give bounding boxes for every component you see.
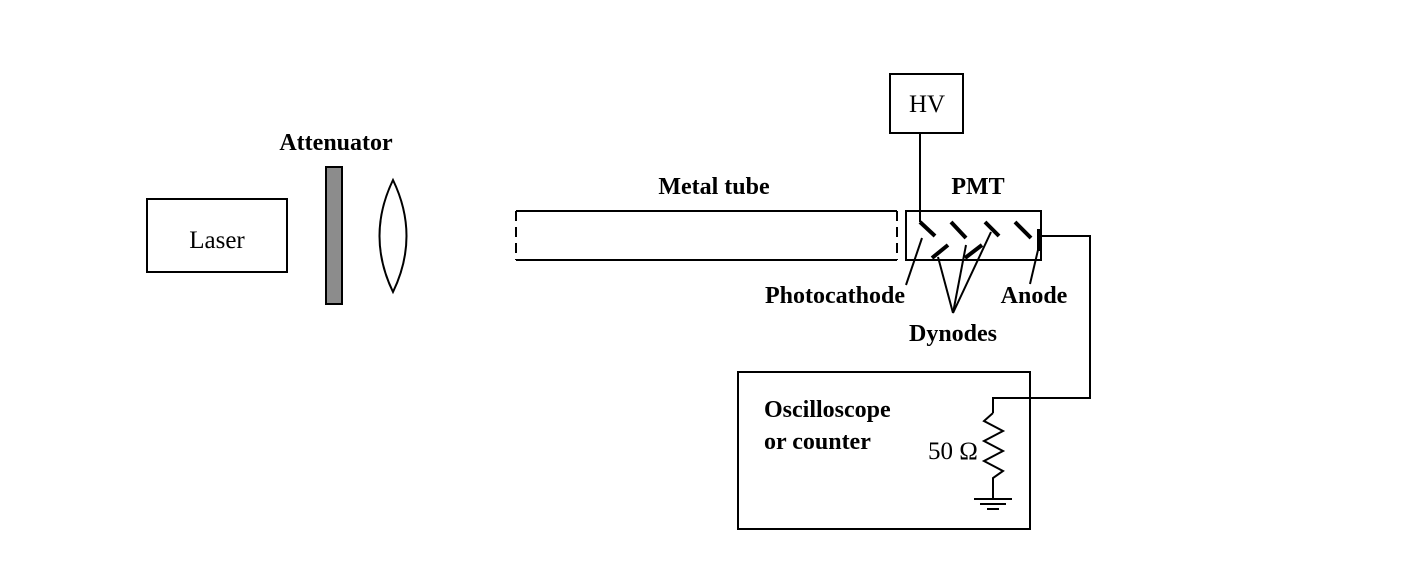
- hv-supply: HV: [889, 73, 964, 222]
- resistor-label: 50 Ω: [928, 438, 978, 465]
- pmt: PMT: [905, 174, 1042, 314]
- oscilloscope-box: [737, 371, 1031, 530]
- dynode-4: [983, 220, 1001, 238]
- dynodes-leader-b: [952, 244, 967, 314]
- metal-tube-label: Metal tube: [658, 174, 770, 200]
- dynodes-label: Dynodes: [909, 321, 997, 347]
- hv-label: HV: [909, 91, 945, 118]
- attenuator-plate: [325, 166, 343, 305]
- laser-box: [146, 198, 288, 273]
- signal-cable: [992, 235, 1091, 413]
- dynode-5: [1013, 220, 1033, 240]
- photocathode-leader: [905, 237, 923, 286]
- dynode-3: [963, 243, 984, 260]
- laser: Laser: [146, 198, 288, 273]
- dynodes-leader-a: [937, 256, 954, 314]
- resistor-symbol: [981, 412, 1006, 498]
- laser-label: Laser: [189, 227, 245, 254]
- oscilloscope-label-line2: or counter: [764, 429, 871, 455]
- dynodes-leader-c: [952, 231, 992, 314]
- photocathode-element: [918, 220, 937, 238]
- oscilloscope: Oscilloscope or counter 50 Ω: [737, 371, 1031, 530]
- hv-box: [889, 73, 964, 134]
- dynode-2: [949, 220, 968, 240]
- dynode-1: [930, 243, 950, 260]
- anode-label: Anode: [1001, 283, 1068, 309]
- attenuator: Attenuator: [279, 130, 393, 305]
- metal-tube: Metal tube: [515, 174, 898, 261]
- lens: [378, 177, 408, 295]
- pmt-label: PMT: [951, 174, 1004, 200]
- attenuator-label: Attenuator: [279, 130, 393, 156]
- photocathode-label: Photocathode: [765, 283, 905, 309]
- anode-leader: [1029, 249, 1039, 285]
- oscilloscope-label-line1: Oscilloscope: [764, 397, 891, 423]
